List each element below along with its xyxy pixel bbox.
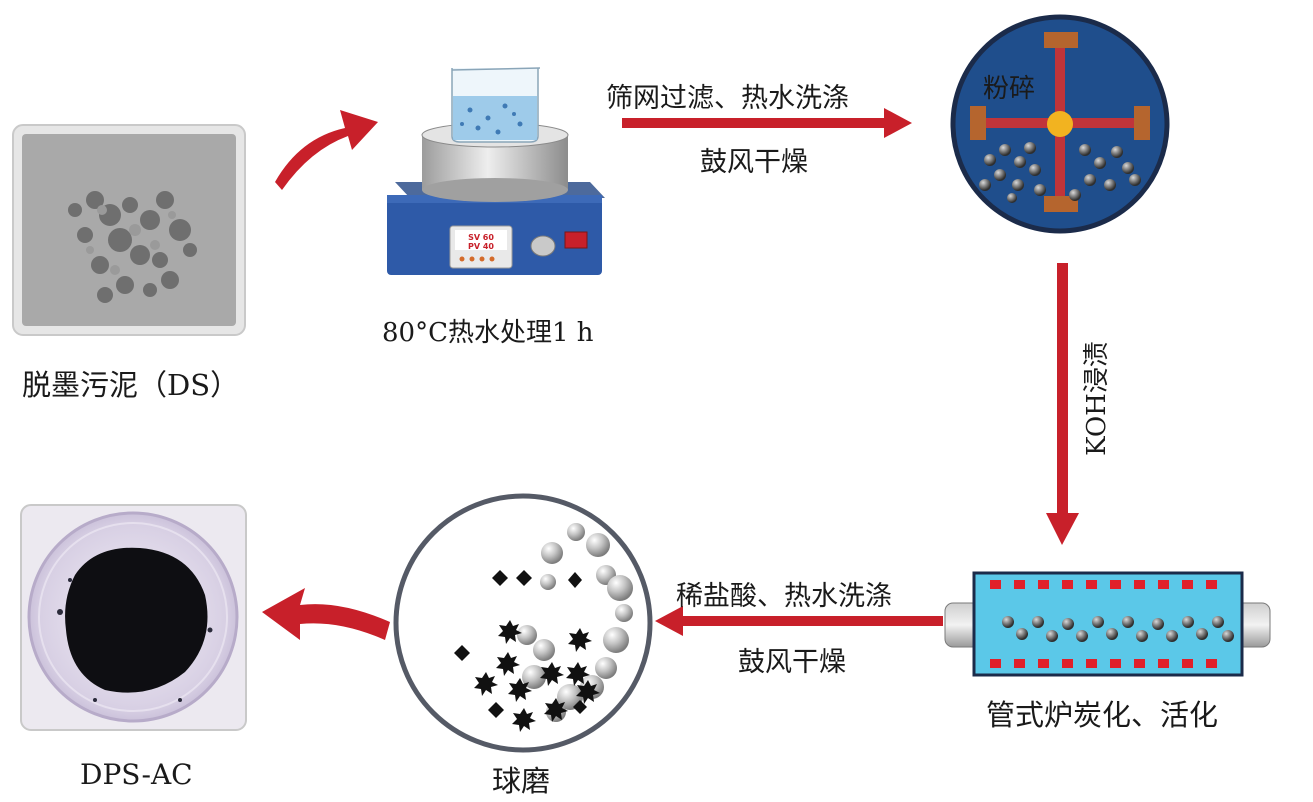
label-crush: 粉碎 bbox=[983, 74, 1036, 104]
label-sludge: 脱墨污泥（DS） bbox=[22, 368, 240, 402]
arrow-to-product bbox=[262, 588, 390, 640]
product-dish-photo bbox=[20, 504, 247, 731]
heater-sv-display: SV 60 bbox=[468, 233, 494, 242]
label-filter-wash: 筛网过滤、热水洗涤 bbox=[606, 83, 849, 114]
label-ball-mill: 球磨 bbox=[492, 764, 551, 798]
arrow-curved-to-heater bbox=[275, 110, 378, 190]
label-acid-wash: 稀盐酸、热水洗涤 bbox=[676, 581, 892, 612]
label-product: DPS-AC bbox=[80, 758, 193, 791]
label-koh-impregnation: KOH浸渍 bbox=[1081, 341, 1112, 456]
arrow-to-crusher bbox=[622, 108, 912, 138]
crusher-diagram bbox=[950, 14, 1170, 234]
arrow-to-ball-mill bbox=[655, 606, 943, 636]
heater-pv-display: PV 40 bbox=[468, 242, 494, 251]
label-hot-water-treatment: 80°C热水处理1 h bbox=[382, 318, 594, 348]
label-furnace: 管式炉炭化、活化 bbox=[986, 698, 1219, 732]
arrow-to-furnace bbox=[1046, 263, 1079, 545]
sludge-photo bbox=[12, 124, 246, 336]
label-dry-top: 鼓风干燥 bbox=[700, 147, 808, 178]
label-dry-bottom: 鼓风干燥 bbox=[738, 647, 846, 678]
hot-water-heater: SV 60 PV 40 bbox=[387, 67, 605, 275]
ball-mill-diagram bbox=[393, 493, 653, 753]
tube-furnace bbox=[944, 571, 1271, 677]
